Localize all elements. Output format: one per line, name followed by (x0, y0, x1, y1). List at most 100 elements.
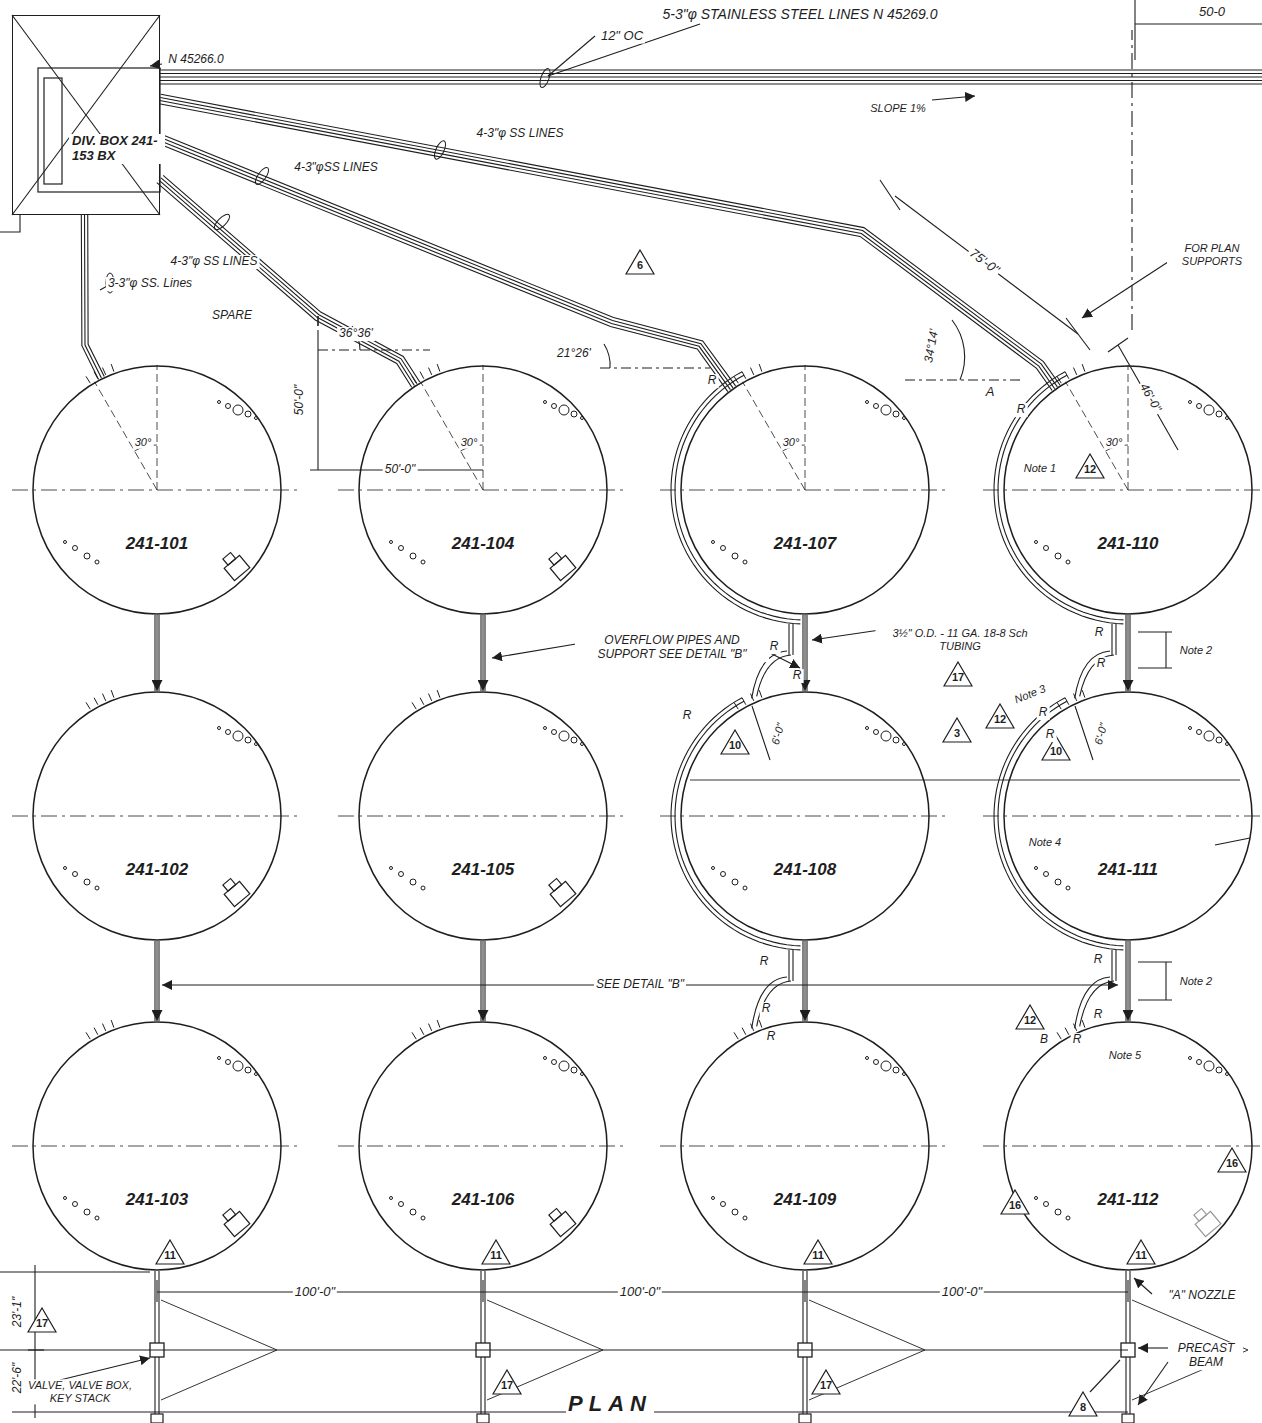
note-text: 30° (135, 436, 152, 448)
riser-nozzle (866, 727, 869, 730)
revision-triangle: 11 (481, 1239, 511, 1265)
nozzle-tick (111, 1020, 114, 1028)
riser-nozzle (881, 1061, 891, 1071)
nozzle-tick (1082, 364, 1085, 372)
drawing-note: 30° (1104, 436, 1125, 449)
overflow-pipe (1126, 615, 1130, 691)
cascade-tubing (757, 981, 791, 1026)
riser-nozzle (866, 1057, 869, 1060)
box-diagonal (12, 15, 160, 215)
pipe-axis (1128, 615, 1129, 691)
nozzle-tick (86, 702, 90, 709)
note-text: 50'-0" (385, 462, 416, 476)
note-text: R (1017, 402, 1026, 416)
riser-nozzle (893, 1067, 899, 1073)
nozzle-tick (437, 690, 440, 698)
riser-nozzle (410, 1209, 416, 1215)
riser-nozzle (218, 1057, 221, 1060)
nozzle-tick (759, 690, 762, 698)
revision-triangle: 6 (625, 249, 655, 275)
riser-nozzle (874, 1060, 879, 1065)
drawing-note: 100'-0" (940, 1285, 984, 1300)
callout-number: 3 (942, 727, 972, 740)
pump-pit-symbol (545, 1205, 576, 1236)
cascade-tubing (792, 950, 793, 981)
pipe-strand (158, 615, 159, 691)
tank-circle: 241-109 (680, 1021, 930, 1271)
riser-nozzle (64, 541, 67, 544)
riser-nozzle (544, 727, 547, 730)
nozzle-tick (420, 372, 424, 379)
note-text: Note 5 (1109, 1049, 1141, 1061)
drawing-note: 23'-1" (11, 1295, 25, 1330)
leader-line (1134, 1278, 1152, 1294)
riser-nozzle (1044, 546, 1049, 551)
tank-circle: 241-101 (32, 365, 282, 615)
drawing-note: 21°26' (555, 347, 593, 361)
note-text: Note 2 (1180, 975, 1212, 987)
riser-nozzle (1066, 886, 1070, 890)
drawing-note: N 45266.0 (166, 53, 225, 67)
drawing-note: Note 2 (1178, 644, 1214, 657)
leader-line (1215, 838, 1250, 845)
riser-nozzle (1204, 731, 1214, 741)
drawing-note: R (1071, 1033, 1084, 1047)
note-text: 5-3"φ STAINLESS STEEL LINES N 45269.0 (662, 6, 937, 22)
revision-triangle: 3 (942, 717, 972, 743)
riser-nozzle (552, 404, 557, 409)
nozzle-tick (759, 364, 762, 372)
tank-number: 241-108 (771, 860, 839, 880)
note-text: Note 1 (1024, 462, 1056, 474)
pipe-strand (160, 101, 1055, 389)
center-line (660, 1146, 950, 1147)
cascade-tubing (1111, 624, 1112, 655)
pipe-callout: 4-3"φSS LINES (292, 161, 379, 175)
drawing-note: R (765, 1030, 778, 1044)
tank-number: 241-109 (771, 1190, 839, 1210)
note-text: 46'-0" (1137, 381, 1164, 414)
riser-nozzle (95, 886, 99, 890)
riser-nozzle (544, 401, 547, 404)
leader-line (548, 24, 700, 76)
tank-outline (680, 365, 930, 615)
note-text: PLAN (568, 1391, 652, 1416)
riser-nozzle (1216, 1067, 1222, 1073)
callout-number: 6 (625, 259, 655, 272)
nozzle-tick (94, 1028, 98, 1035)
drawing-note: 30° (459, 436, 480, 449)
riser-nozzle (421, 886, 425, 890)
drawing-note: 6'-0" (768, 720, 787, 748)
callout-number: 17 (492, 1379, 522, 1392)
revision-triangle: 12 (985, 703, 1015, 729)
note-text: 34°14' (921, 328, 941, 364)
riser-nozzle (233, 1061, 243, 1071)
key-stack (1122, 1414, 1134, 1423)
slope-arrow (932, 96, 975, 100)
nozzle-tick (1082, 1020, 1085, 1028)
riser-nozzle (559, 1061, 569, 1071)
riser-nozzle (399, 872, 404, 877)
riser-nozzle (552, 1060, 557, 1065)
riser-nozzle (712, 541, 715, 544)
riser-nozzle (893, 411, 899, 417)
revision-triangle: 11 (155, 1239, 185, 1265)
callout-number: 11 (155, 1249, 185, 1262)
callout-number: 16 (1217, 1157, 1247, 1170)
nozzle-tick (102, 1024, 105, 1031)
callout-number: 17 (943, 671, 973, 684)
note-text: Note 3 (1013, 682, 1048, 705)
drawing-note: 5-3"φ STAINLESS STEEL LINES N 45269.0 (660, 6, 939, 22)
pipe-strand (806, 615, 807, 691)
riser-nozzle (559, 731, 569, 741)
dimension-line (1075, 706, 1093, 760)
center-line (338, 1146, 628, 1147)
pipe-callout-text: 4-3"φ SS LINES (477, 126, 564, 140)
riser-nozzle (874, 404, 879, 409)
tank-circle: 241-111 (1003, 691, 1253, 941)
leader-line (1138, 1362, 1168, 1405)
tank-number: 241-111 (1095, 860, 1161, 880)
key-stack (477, 1414, 489, 1423)
dimension-tick (1127, 1280, 1128, 1302)
center-line (338, 816, 628, 817)
